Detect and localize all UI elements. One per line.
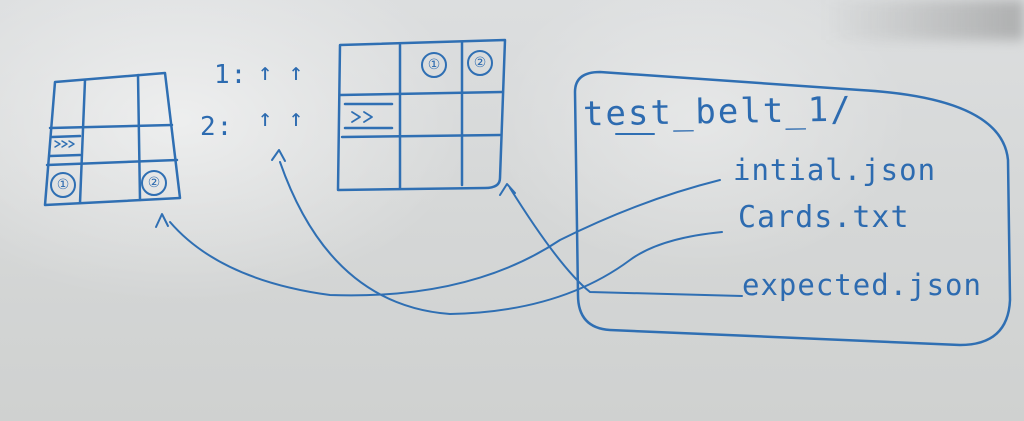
folder-box [573, 70, 1012, 347]
right-grid-cell-2: ② [467, 50, 493, 76]
sequence-moves-1: ↑ ↑ [258, 58, 305, 86]
sequence-label-2: 2: [200, 112, 234, 142]
file-initial-json: intial.json [733, 153, 937, 187]
file-expected-json: expected.json [742, 268, 982, 302]
left-grid [43, 71, 182, 207]
right-grid [336, 38, 507, 192]
connector-cards-to-sequence [279, 161, 723, 315]
folder-name: test_belt_1/ [582, 89, 853, 135]
right-grid-cell-1: ① [421, 52, 447, 78]
sequence-moves-2: ↑ ↑ [258, 104, 305, 132]
connector-initial-to-left-grid [169, 179, 721, 297]
file-cards-txt: Cards.txt [738, 200, 910, 235]
arrowhead-sequence [271, 149, 286, 162]
connector-expected-to-right-grid [509, 187, 743, 297]
sequence-label-1: 1: [214, 60, 248, 90]
arrowhead-right-grid [499, 183, 516, 196]
left-grid-cell-2: ② [141, 170, 167, 196]
left-grid-cell-1: ① [50, 172, 76, 198]
arrowhead-left-grid [155, 213, 169, 228]
